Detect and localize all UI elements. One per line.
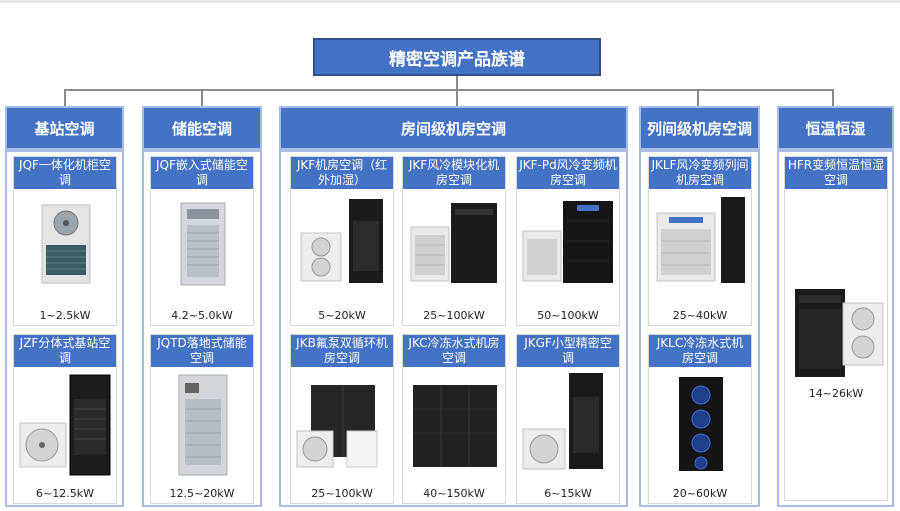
product-name: JKGF小型精密空调 — [517, 335, 619, 367]
product-card: JQTD落地式储能空调 12.5~20kW — [150, 334, 254, 504]
product-capacity: 5~20kW — [318, 309, 366, 322]
connector-root-down — [456, 76, 458, 90]
product-card: JQF一体化机柜空调 1~2.5kW — [13, 156, 117, 326]
product-name: JQTD落地式储能空调 — [151, 335, 253, 367]
product-name: JQF一体化机柜空调 — [14, 157, 116, 189]
product-capacity: 40~150kW — [423, 487, 485, 500]
product-capacity: 6~15kW — [544, 487, 592, 500]
root-title: 精密空调产品族谱 — [313, 38, 601, 76]
connector-horizontal — [64, 89, 832, 91]
split-ac-icon — [19, 374, 111, 476]
product-name: JKC冷冻水式机房空调 — [403, 335, 505, 367]
product-capacity: 6~12.5kW — [36, 487, 94, 500]
pump-ac-icon — [296, 385, 378, 468]
category-header-inrow: 列间级机房空调 — [639, 106, 760, 150]
product-card: JKLF风冷变频列间机房空调 25~40kW — [648, 156, 752, 326]
floor-ac-icon — [178, 374, 228, 476]
product-card: JKF机房空调（红外加湿） 5~20kW — [290, 156, 394, 326]
wall-cabinet-ac-icon — [41, 204, 91, 284]
category-header-energy-storage: 储能空调 — [142, 106, 262, 150]
product-name: JKLC冷冻水式机房空调 — [649, 335, 751, 367]
small-precision-ac-icon — [522, 373, 603, 470]
product-capacity: 4.2~5.0kW — [171, 309, 233, 322]
product-name: JKF-Pd风冷变频机房空调 — [517, 157, 619, 189]
product-name: JKF机房空调（红外加湿） — [291, 157, 393, 189]
inverter-ac-icon — [522, 201, 613, 283]
product-card: JZF分体式基站空调 6~12.5kW — [13, 334, 117, 504]
product-card: JKGF小型精密空调 6~15kW — [516, 334, 620, 504]
embedded-ac-icon — [180, 202, 226, 286]
product-name: JZF分体式基站空调 — [14, 335, 116, 367]
product-capacity: 20~60kW — [672, 487, 728, 500]
category-panel-energy-storage: JQF嵌入式储能空调 4.2~5.0kW JQTD落地式储能空调 12.5~20… — [142, 150, 262, 507]
category-header-constant-temp: 恒温恒湿 — [777, 106, 894, 150]
top-border — [0, 0, 900, 3]
category-panel-room-level: JKF机房空调（红外加湿） 5~20kW JKF风冷模块化机房空调 25~100… — [279, 150, 628, 507]
connector-cat-4 — [832, 89, 834, 106]
product-capacity: 1~2.5kW — [39, 309, 91, 322]
connector-cat-0 — [64, 89, 66, 106]
product-card: JKLC冷冻水式机房空调 20~60kW — [648, 334, 752, 504]
room-ac-icon — [300, 199, 383, 283]
category-panel-constant-temp: HFR变频恒温恒湿空调 14~26kW — [777, 150, 894, 507]
connector-cat-3 — [697, 89, 699, 106]
product-name: HFR变频恒温恒湿空调 — [785, 157, 887, 189]
product-card: JKF-Pd风冷变频机房空调 50~100kW — [516, 156, 620, 326]
connector-cat-1 — [201, 89, 203, 106]
inrow-ac-icon — [656, 197, 745, 283]
product-capacity: 50~100kW — [537, 309, 599, 322]
connector-cat-2 — [456, 89, 458, 106]
product-name: JQF嵌入式储能空调 — [151, 157, 253, 189]
product-name: JKB氟泵双循环机房空调 — [291, 335, 393, 367]
category-header-base-station: 基站空调 — [5, 106, 124, 150]
product-name: JKF风冷模块化机房空调 — [403, 157, 505, 189]
product-capacity: 12.5~20kW — [169, 487, 235, 500]
category-panel-base-station: JQF一体化机柜空调 1~2.5kW JZF分体式基站空调 6~12.5kW — [5, 150, 124, 507]
category-header-room-level: 房间级机房空调 — [279, 106, 628, 150]
product-name: JKLF风冷变频列间机房空调 — [649, 157, 751, 189]
category-panel-inrow: JKLF风冷变频列间机房空调 25~40kW JKLC冷冻水式机房空调 20~6… — [639, 150, 760, 507]
product-capacity: 14~26kW — [808, 387, 864, 400]
inrow-chilled-ac-icon — [679, 377, 723, 471]
product-card: JQF嵌入式储能空调 4.2~5.0kW — [150, 156, 254, 326]
product-card: JKF风冷模块化机房空调 25~100kW — [402, 156, 506, 326]
product-card: JKC冷冻水式机房空调 40~150kW — [402, 334, 506, 504]
chilled-water-ac-icon — [413, 385, 497, 467]
modular-ac-icon — [410, 203, 497, 283]
product-capacity: 25~40kW — [672, 309, 728, 322]
product-capacity: 25~100kW — [311, 487, 373, 500]
product-card: HFR变频恒温恒湿空调 14~26kW — [784, 156, 888, 501]
constant-temp-ac-icon — [795, 289, 884, 377]
product-card: JKB氟泵双循环机房空调 25~100kW — [290, 334, 394, 504]
product-capacity: 25~100kW — [423, 309, 485, 322]
